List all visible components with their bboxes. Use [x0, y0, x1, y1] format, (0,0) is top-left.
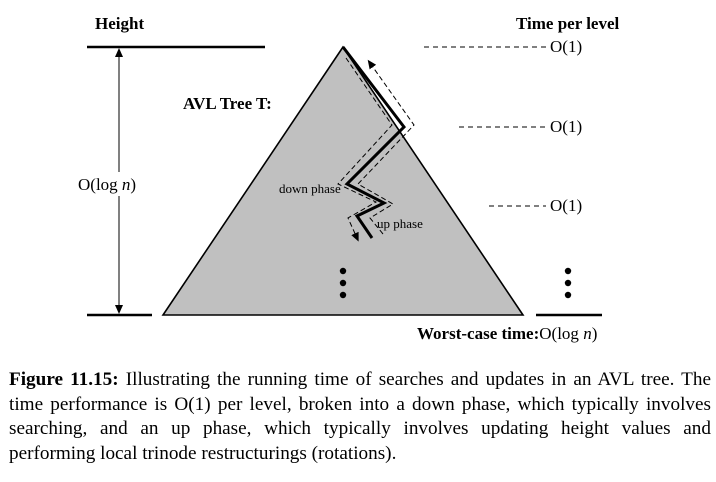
tree-continuation-dot — [339, 279, 347, 287]
down-phase-arrow — [337, 57, 393, 242]
avl-tree-triangle — [161, 45, 525, 316]
level-continuation-dot — [564, 291, 572, 299]
worst-case-time: Worst-case time:O(log n) — [417, 324, 597, 343]
up-phase-label: up phase — [377, 216, 423, 231]
height-label: Height — [95, 14, 144, 33]
tree-continuation-dot — [339, 267, 347, 275]
level-cost-2: O(1) — [550, 117, 582, 136]
down-phase-label: down phase — [279, 181, 341, 196]
up-phase-arrow — [357, 59, 415, 235]
level-continuation-dot — [564, 267, 572, 275]
height-value: O(log n) — [78, 175, 136, 194]
tree-continuation-dot — [339, 291, 347, 299]
level-continuation-dot — [564, 279, 572, 287]
avl-running-time-diagram: Height Time per level AVL Tree T: O(log … — [78, 14, 620, 343]
figure-caption: Figure 11.15: Illustrating the running t… — [9, 368, 711, 466]
time-per-level-label: Time per level — [516, 14, 620, 33]
caption-label: Figure 11.15: — [9, 369, 119, 390]
tree-label: AVL Tree T: — [183, 94, 272, 113]
caption-text: Illustrating the running time of searche… — [9, 369, 712, 464]
search-path — [341, 46, 406, 239]
level-cost-1: O(1) — [550, 37, 582, 56]
level-cost-3: O(1) — [550, 196, 582, 215]
